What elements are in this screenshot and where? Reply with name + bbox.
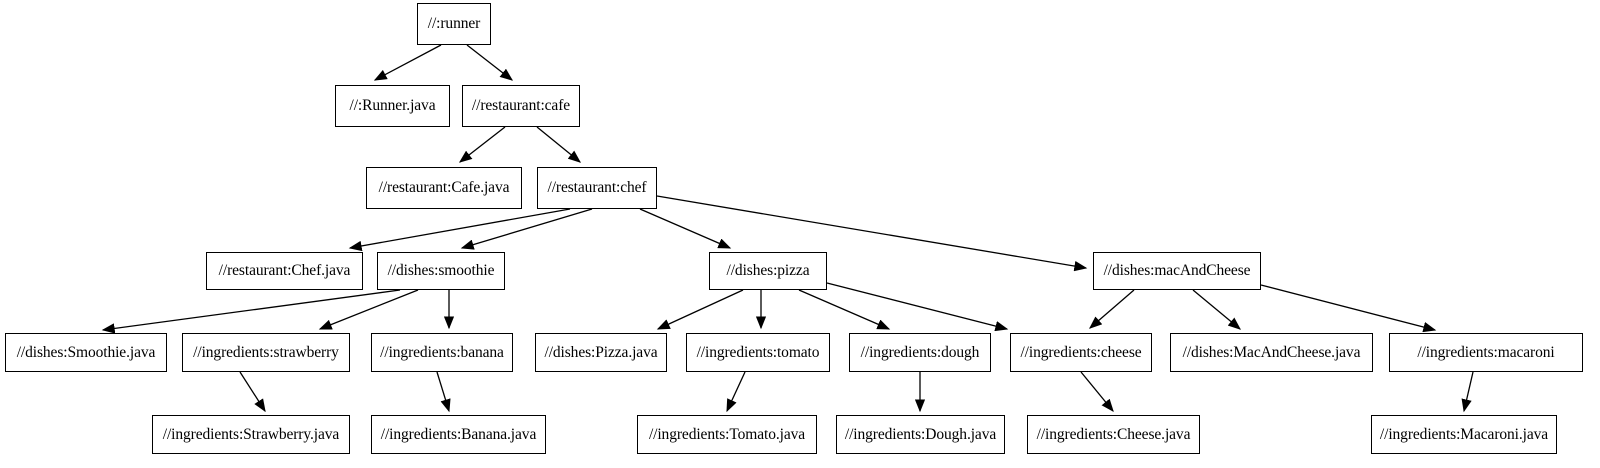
graph-node-strawberry_java[interactable]: //ingredients:Strawberry.java bbox=[152, 415, 350, 454]
graph-node-label: //ingredients:tomato bbox=[696, 343, 820, 361]
graph-node-label: //:runner bbox=[427, 15, 481, 33]
graph-node-restaurant_chef[interactable]: //restaurant:chef bbox=[537, 167, 657, 209]
graph-node-label: //ingredients:Cheese.java bbox=[1036, 425, 1191, 443]
graph-node-ing_cheese[interactable]: //ingredients:cheese bbox=[1010, 333, 1152, 372]
graph-node-mac_java[interactable]: //dishes:MacAndCheese.java bbox=[1170, 333, 1373, 372]
graph-node-cheese_java[interactable]: //ingredients:Cheese.java bbox=[1027, 415, 1200, 454]
graph-node-restaurant_cafe[interactable]: //restaurant:cafe bbox=[462, 85, 580, 127]
graph-node-ing_tomato[interactable]: //ingredients:tomato bbox=[686, 333, 830, 372]
graph-node-label: //ingredients:Strawberry.java bbox=[162, 425, 340, 443]
graph-node-runner[interactable]: //:runner bbox=[417, 3, 491, 45]
graph-node-pizza_java[interactable]: //dishes:Pizza.java bbox=[535, 333, 667, 372]
graph-node-chef_java[interactable]: //restaurant:Chef.java bbox=[206, 252, 363, 290]
graph-node-label: //ingredients:Tomato.java bbox=[648, 425, 806, 443]
graph-node-label: //ingredients:Macaroni.java bbox=[1379, 425, 1549, 443]
graph-node-label: //ingredients:cheese bbox=[1020, 343, 1142, 361]
graph-node-cafe_java[interactable]: //restaurant:Cafe.java bbox=[366, 167, 522, 209]
graph-node-dough_java[interactable]: //ingredients:Dough.java bbox=[836, 415, 1005, 454]
graph-node-ing_banana[interactable]: //ingredients:banana bbox=[371, 333, 513, 372]
graph-node-ing_dough[interactable]: //ingredients:dough bbox=[849, 333, 991, 372]
graph-node-tomato_java[interactable]: //ingredients:Tomato.java bbox=[637, 415, 817, 454]
graph-node-label: //restaurant:chef bbox=[547, 179, 647, 197]
graph-node-runner_java[interactable]: //:Runner.java bbox=[335, 85, 450, 127]
graph-node-label: //dishes:Smoothie.java bbox=[16, 343, 156, 361]
graph-node-ing_strawberry[interactable]: //ingredients:strawberry bbox=[182, 333, 350, 372]
graph-node-label: //ingredients:macaroni bbox=[1417, 343, 1555, 361]
graph-node-label: //ingredients:banana bbox=[380, 343, 504, 361]
graph-node-label: //ingredients:strawberry bbox=[193, 343, 339, 361]
graph-node-label: //dishes:MacAndCheese.java bbox=[1182, 343, 1361, 361]
graph-node-banana_java[interactable]: //ingredients:Banana.java bbox=[371, 415, 546, 454]
graph-node-label: //:Runner.java bbox=[349, 97, 436, 115]
graph-node-label: //dishes:smoothie bbox=[387, 262, 495, 280]
graph-node-label: //ingredients:dough bbox=[860, 343, 980, 361]
graph-node-label: //restaurant:Cafe.java bbox=[378, 179, 510, 197]
graph-node-dishes_pizza[interactable]: //dishes:pizza bbox=[709, 252, 827, 290]
graph-node-label: //restaurant:cafe bbox=[471, 97, 571, 115]
graph-node-label: //dishes:macAndCheese bbox=[1103, 262, 1251, 280]
graph-node-dishes_smoothie[interactable]: //dishes:smoothie bbox=[377, 252, 505, 290]
graph-node-label: //dishes:Pizza.java bbox=[544, 343, 658, 361]
graph-node-smoothie_java[interactable]: //dishes:Smoothie.java bbox=[5, 333, 167, 372]
graph-node-macaroni_java[interactable]: //ingredients:Macaroni.java bbox=[1371, 415, 1557, 454]
graph-node-label: //ingredients:Dough.java bbox=[844, 425, 997, 443]
graph-node-label: //restaurant:Chef.java bbox=[218, 262, 351, 280]
graph-node-ing_macaroni[interactable]: //ingredients:macaroni bbox=[1389, 333, 1583, 372]
graph-node-dishes_mac[interactable]: //dishes:macAndCheese bbox=[1093, 252, 1261, 290]
graph-node-label: //dishes:pizza bbox=[726, 262, 810, 280]
graph-node-label: //ingredients:Banana.java bbox=[380, 425, 537, 443]
